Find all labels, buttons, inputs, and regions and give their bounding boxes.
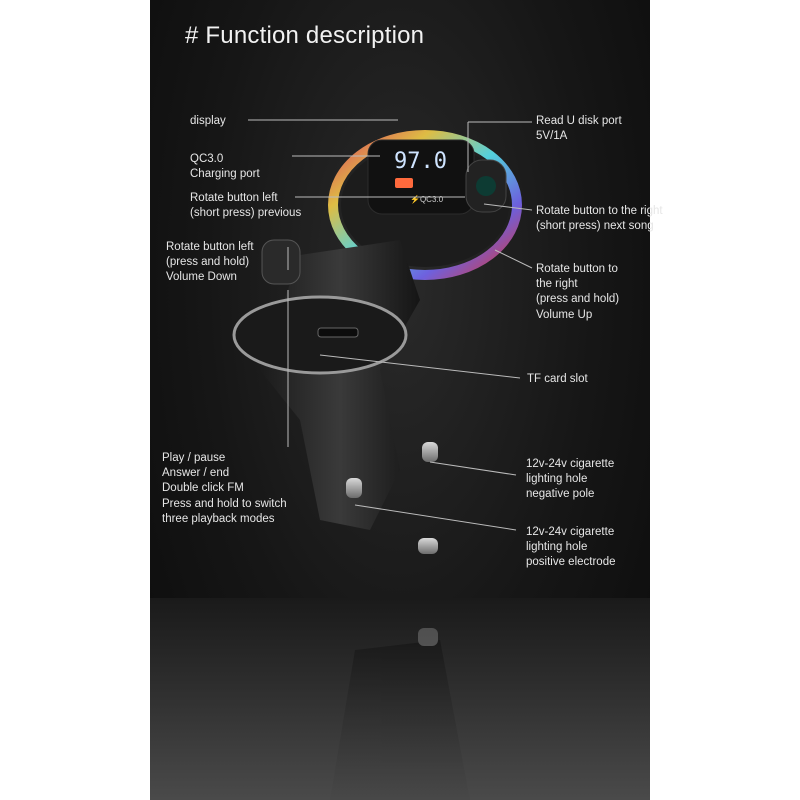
page-title: # Function description	[185, 22, 425, 49]
negative-side-contact	[346, 478, 362, 498]
label-positive-electrode: 12v-24v cigarette lighting hole positive…	[526, 526, 616, 569]
negative-side-contact-2	[422, 442, 438, 462]
label-tf-card-slot: TF card slot	[527, 373, 588, 385]
charger-reflection	[330, 628, 470, 800]
display-digits: 97.0	[394, 149, 447, 174]
label-rotate-right-short: Rotate button to the right (short press)…	[536, 205, 663, 233]
rgb-light-ring	[328, 130, 522, 280]
qc-badge: ⚡QC3.0	[410, 194, 444, 204]
knob-cap	[476, 176, 496, 196]
label-rotate-right-hold: Rotate button to the right (press and ho…	[536, 263, 620, 321]
qc-usb-port	[395, 178, 413, 188]
label-rotate-left-short: Rotate button left (short press) previou…	[190, 192, 302, 220]
left-rotate-knob	[261, 239, 301, 285]
positive-tip-contact	[418, 538, 438, 554]
tf-card-slot	[317, 327, 359, 338]
leader-lines	[248, 119, 533, 531]
label-play-pause: Play / pause Answer / end Double click F…	[162, 452, 287, 525]
label-display: display	[190, 115, 226, 127]
label-negative-pole: 12v-24v cigarette lighting hole negative…	[526, 458, 615, 501]
label-qc-port: QC3.0 Charging port	[190, 153, 260, 181]
label-u-disk-port: Read U disk port 5V/1A	[536, 115, 622, 143]
label-rotate-left-hold: Rotate button left (press and hold) Volu…	[166, 241, 254, 284]
